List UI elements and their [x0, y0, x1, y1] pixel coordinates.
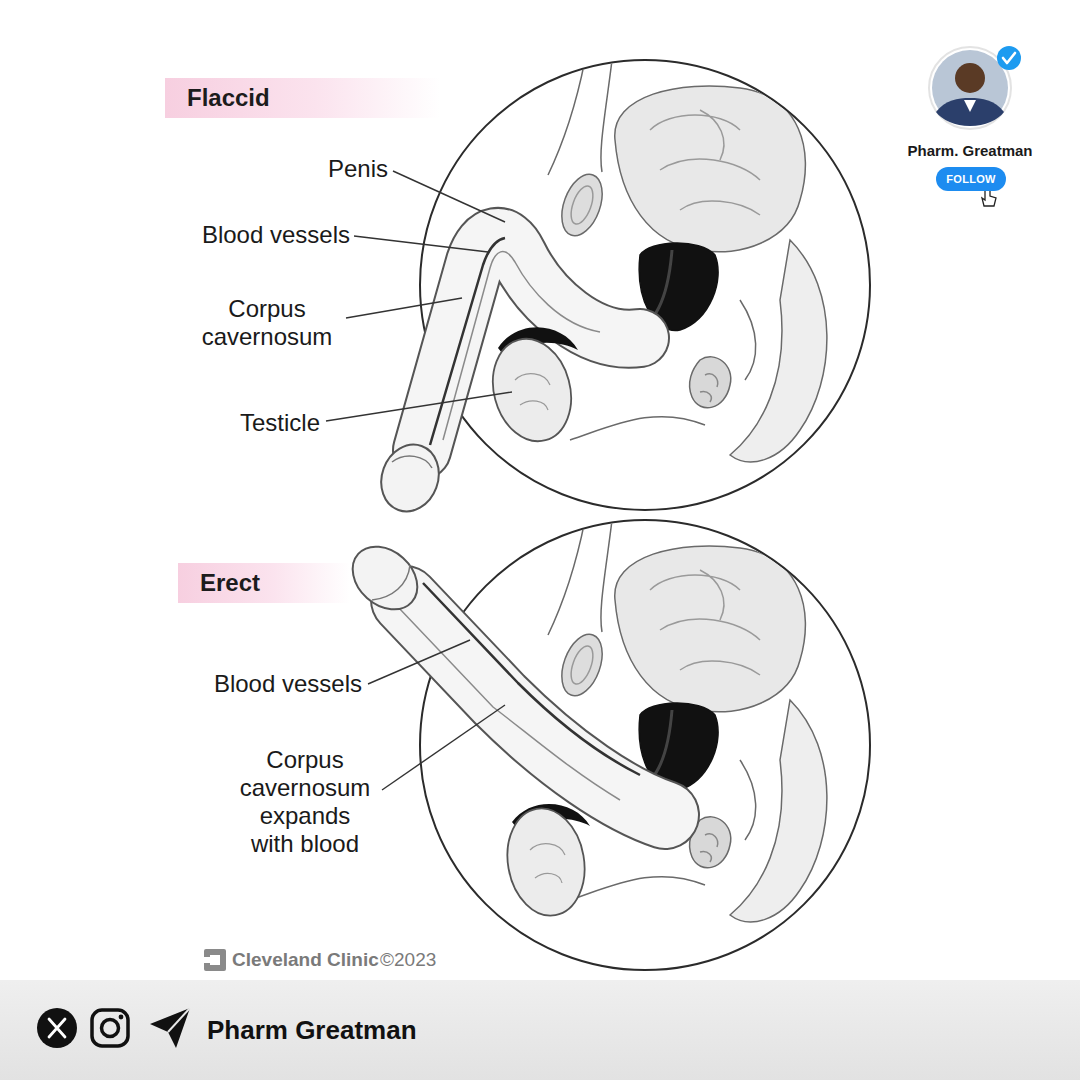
part-label: Penis	[250, 155, 388, 183]
part-label: Blood vessels	[120, 221, 350, 249]
part-label: Corpus cavernosum	[167, 295, 367, 351]
part-label: Blood vessels	[132, 670, 362, 698]
part-label: Testicle	[180, 409, 320, 437]
footer-bar: Pharm Greatman	[0, 980, 1080, 1080]
section-band: Flaccid	[165, 78, 440, 118]
node-text: Flaccid	[187, 84, 270, 112]
node-text: Erect	[200, 569, 260, 597]
profile-name: Pharm. Greatman	[890, 142, 1050, 160]
node-text: Pharm Greatman	[207, 1015, 417, 1046]
watermark: Cleveland Clinic	[232, 949, 382, 971]
node-text: FOLLOW	[946, 173, 995, 185]
section-band: Erect	[178, 563, 350, 603]
follow-button: FOLLOW	[936, 167, 1006, 191]
part-label: Corpus cavernosum expands with blood	[238, 746, 372, 858]
watermark: ©2023	[380, 949, 460, 971]
